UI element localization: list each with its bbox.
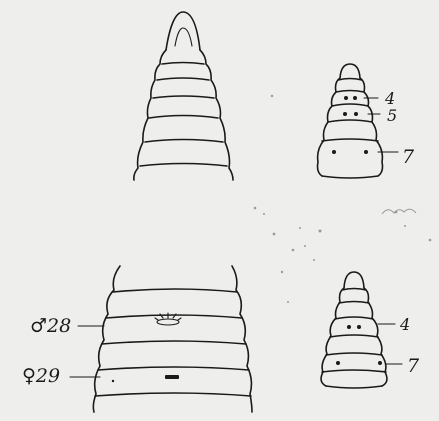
label-lower-7: 7 <box>407 355 420 377</box>
label-male-28: ♂28 <box>30 315 71 337</box>
lower-right-abdomen-drawing <box>321 272 402 388</box>
upper-right-abdomen-drawing <box>318 64 399 178</box>
faint-scribble <box>382 209 416 214</box>
label-upper-5: 5 <box>387 106 397 125</box>
label-female-29: ♀29 <box>22 365 60 387</box>
label-upper-7: 7 <box>402 146 415 168</box>
paper-specks <box>254 95 432 303</box>
lower-left-abdomen-drawing <box>70 266 252 412</box>
label-lower-4: 4 <box>399 315 410 334</box>
upper-left-abdomen-drawing <box>134 12 233 180</box>
